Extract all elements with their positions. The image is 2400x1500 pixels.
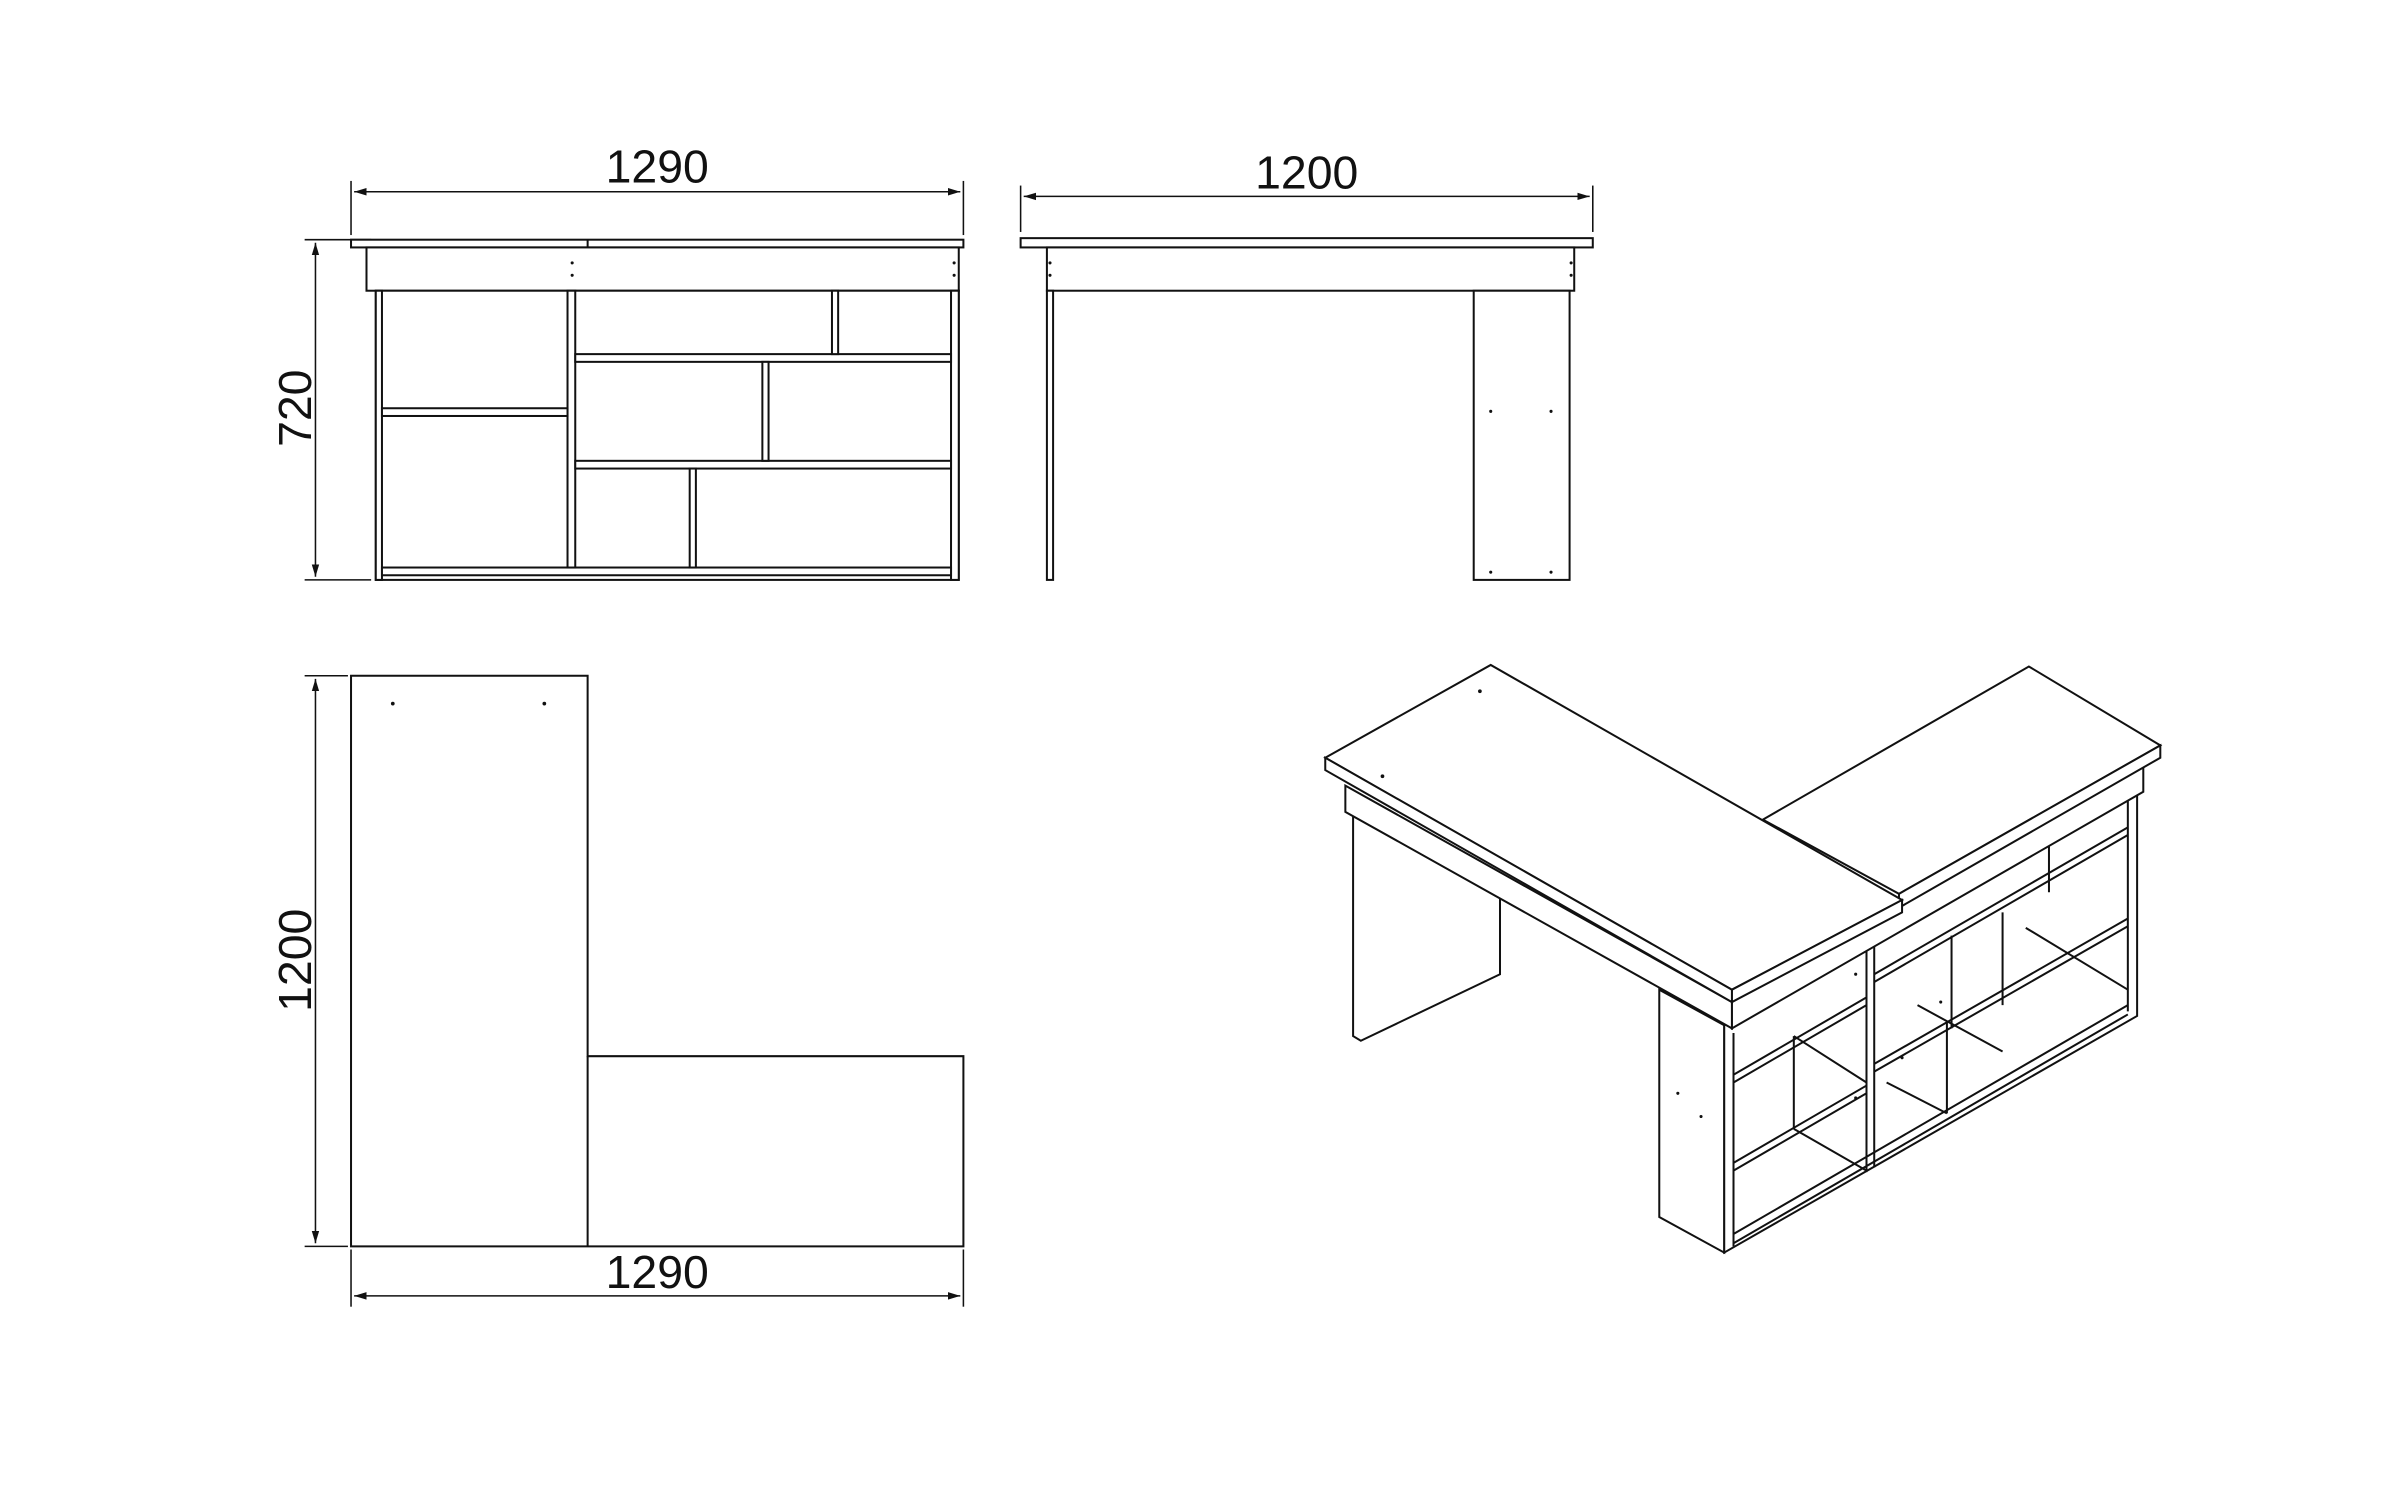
isometric-view — [1323, 663, 2163, 1255]
top-view: 1200 1290 — [269, 674, 965, 1307]
top-length-dimension: 1200 — [269, 909, 321, 1012]
front-view: 1290 720 — [269, 140, 965, 581]
side-depth-dimension: 1200 — [1255, 147, 1358, 199]
top-width-dimension: 1290 — [606, 1246, 709, 1298]
front-width-dimension: 1290 — [606, 140, 709, 192]
front-height-dimension: 720 — [269, 370, 321, 447]
side-view: 1200 — [1019, 147, 1594, 581]
